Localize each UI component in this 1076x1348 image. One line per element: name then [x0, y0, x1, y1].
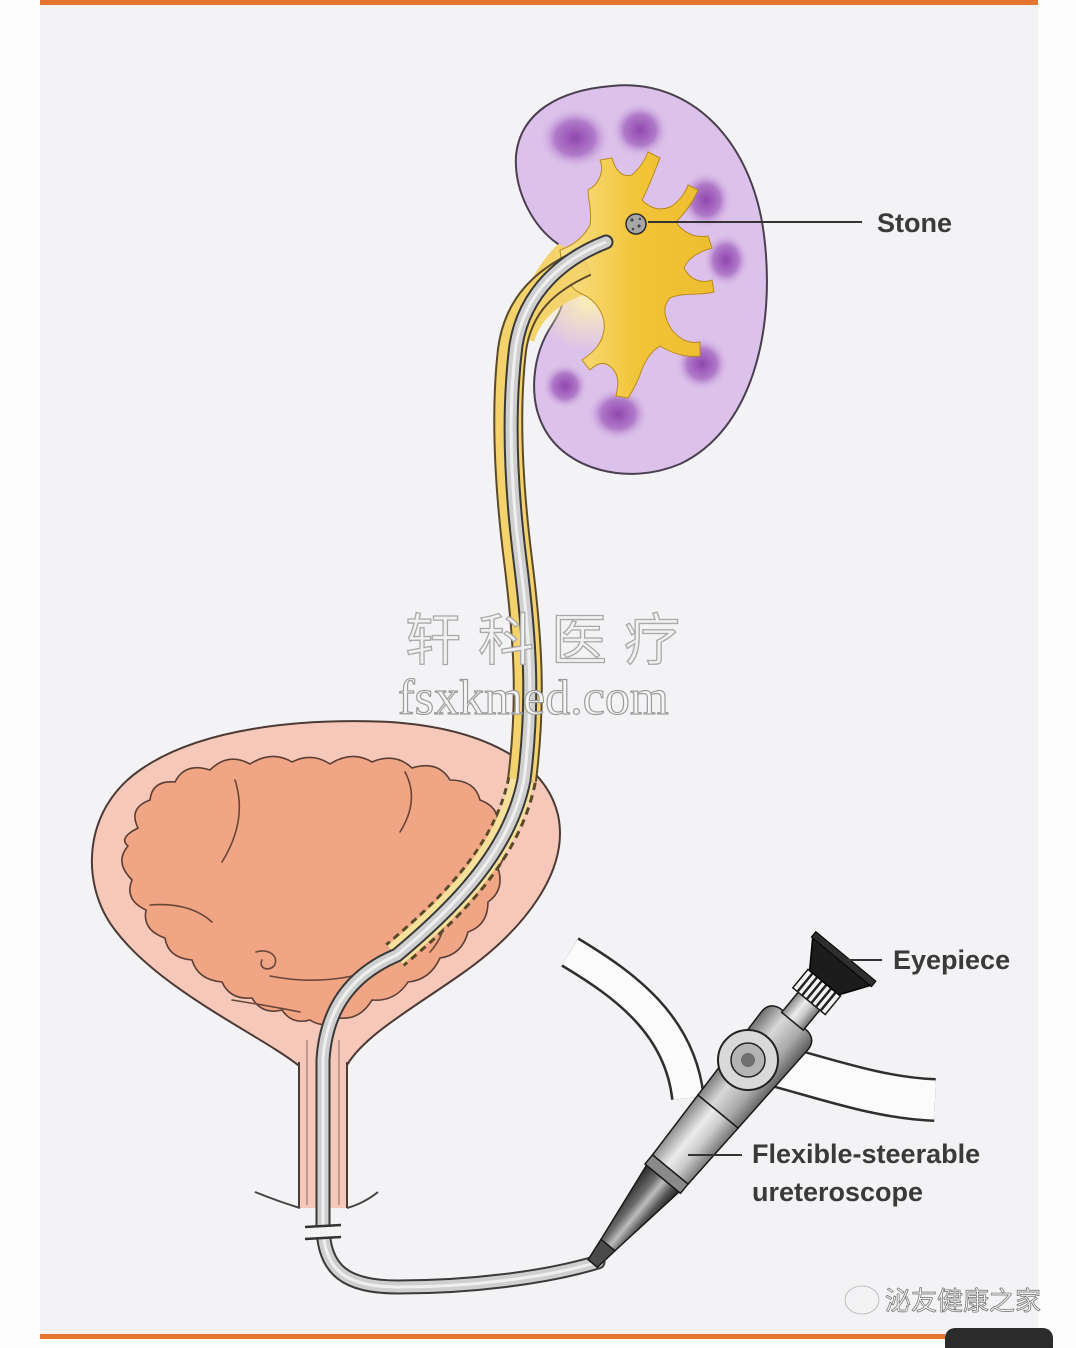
- shaft-break-gap: [306, 1227, 340, 1237]
- knurl-ridge: [796, 972, 814, 993]
- stone-speckle: [631, 227, 635, 231]
- knurl-ridge: [819, 991, 837, 1012]
- ureteroscope-handle: [561, 930, 937, 1269]
- calyx: [611, 102, 669, 158]
- calyx: [587, 387, 649, 441]
- renal-pelvis: [559, 151, 715, 399]
- footer-account: 泌友健康之家: [843, 1284, 1041, 1317]
- calyx: [542, 363, 588, 409]
- stone-speckle: [638, 217, 642, 221]
- knurl-ridge: [805, 979, 823, 1001]
- bladder-fold-line: [221, 779, 241, 863]
- stone-label: Stone: [877, 208, 952, 238]
- watermark-name: 轩科医疗: [405, 609, 697, 674]
- calyx: [703, 233, 749, 287]
- shaft-break-mark: [304, 1235, 342, 1241]
- pelvic-floor-right: [346, 1191, 379, 1209]
- watermark-site: fsxkmed.com: [398, 669, 669, 725]
- ureteroscope-shaft: [304, 234, 614, 1295]
- stone-speckle: [637, 224, 641, 228]
- wechat-bubble-small: [856, 1294, 880, 1314]
- shaft-break-mark: [304, 1223, 342, 1229]
- eyepiece-rim: [810, 930, 877, 988]
- light-port-hole: [741, 1053, 755, 1067]
- stone-speckle: [630, 218, 634, 222]
- stone: [625, 213, 647, 235]
- knurl-ridge: [810, 983, 828, 1004]
- eyepiece-label: Eyepiece: [893, 945, 1010, 975]
- bladder-fold-line: [231, 999, 301, 1013]
- account-name: 泌友健康之家: [885, 1287, 1041, 1317]
- watermark: 轩科医疗 fsxkmed.com: [397, 608, 697, 725]
- irrigation-tube: [562, 939, 703, 1101]
- bottom-border: [40, 1334, 945, 1339]
- wechat-icon: [843, 1284, 880, 1315]
- ureteroscope-label-line1: Flexible-steerable: [752, 1139, 980, 1169]
- bladder-fold-line: [399, 771, 413, 833]
- wechat-shadow: [844, 1285, 880, 1315]
- calyx: [539, 107, 611, 169]
- stone-body: [625, 213, 647, 235]
- calyx: [680, 171, 732, 229]
- pelvic-floor-left: [254, 1191, 301, 1209]
- corner-overlay: [945, 1328, 1053, 1348]
- kidney: [512, 84, 768, 475]
- ureteroscope-label-line2: ureteroscope: [752, 1177, 923, 1207]
- knurl-ridge: [801, 976, 819, 997]
- ureteral-orifice: [255, 950, 277, 970]
- knurl-ridge: [814, 987, 833, 1008]
- labels: Stone Eyepiece Flexible-steerable ureter…: [648, 208, 1010, 1207]
- scope-shaft-highlight: [321, 240, 607, 1289]
- top-border: [40, 0, 1038, 5]
- bladder-fold-line: [149, 903, 213, 923]
